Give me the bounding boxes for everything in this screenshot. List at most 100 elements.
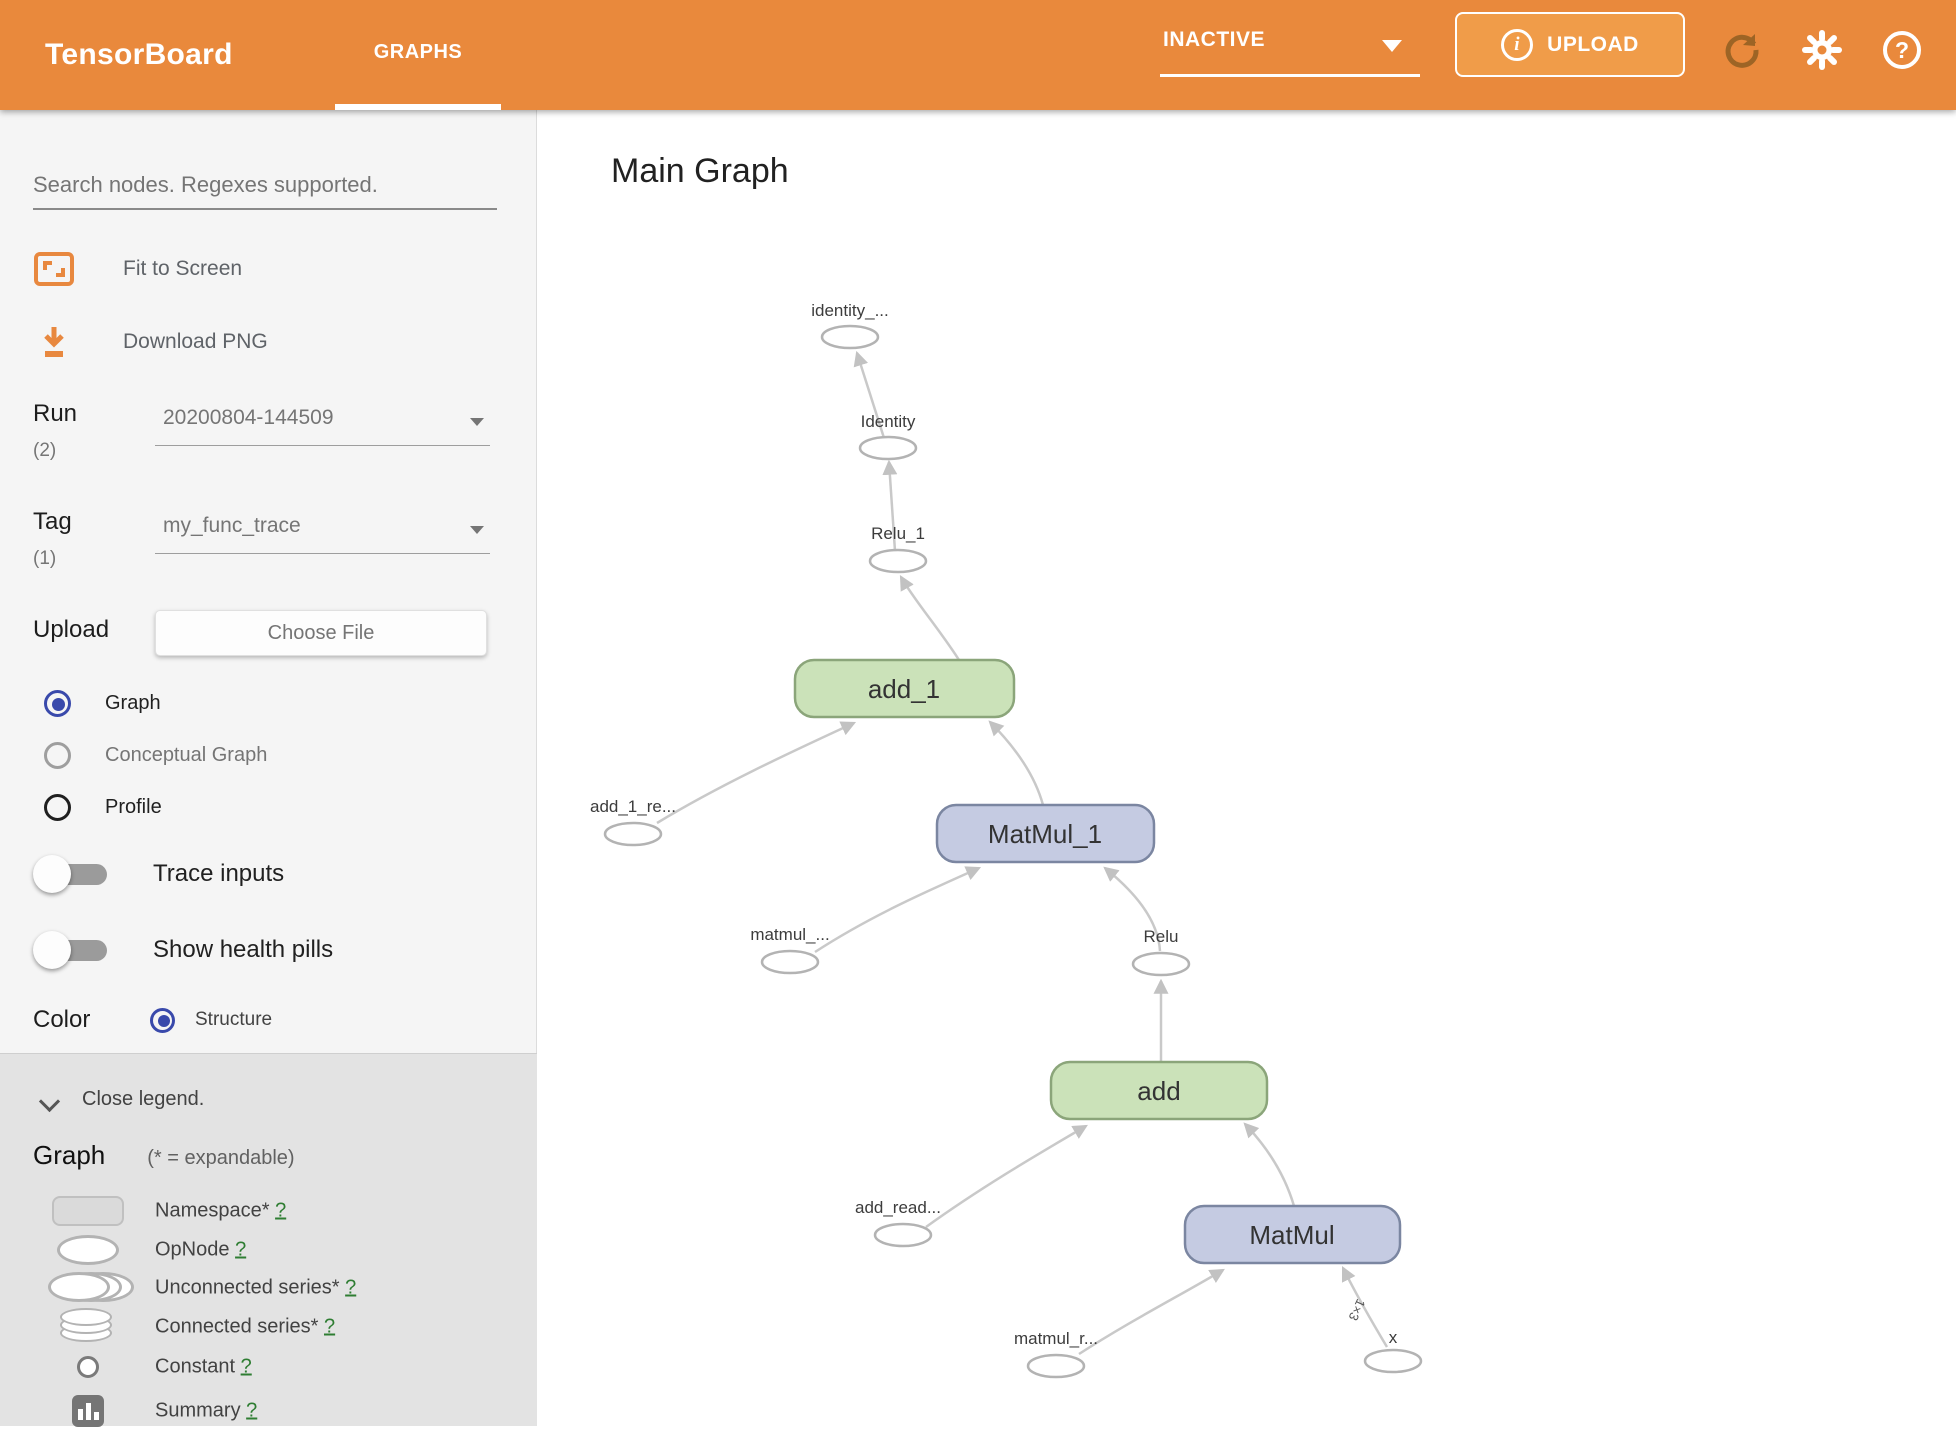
radio-unselected-icon [44,794,71,821]
help-button[interactable]: ? [1880,28,1924,72]
node-label: matmul_... [750,925,829,944]
node-add1re-ellipse[interactable] [603,821,663,847]
download-png-button[interactable]: Download PNG [33,324,268,360]
toggle-knob [33,855,71,893]
fit-to-screen-button[interactable]: Fit to Screen [33,251,242,287]
close-legend-button[interactable]: Close legend. [40,1088,204,1111]
help-link[interactable]: ? [345,1276,357,1299]
graph-canvas[interactable]: 1×3 identity_... Identity Relu_1 add_1_r… [537,110,1956,1426]
upload-button-label: UPLOAD [1547,32,1639,56]
help-link[interactable]: ? [275,1199,287,1222]
legend-header: Graph (* = expandable) [33,1140,295,1171]
legend-expandable-note: (* = expandable) [147,1147,295,1169]
node-label: x [1389,1328,1398,1347]
info-icon: i [1501,28,1534,61]
close-legend-label: Close legend. [82,1088,205,1110]
unconnected-series-icon [33,1268,143,1308]
refresh-icon [1725,34,1759,68]
view-option-graph[interactable]: Graph [44,690,161,717]
legend-item-label: Connected series* [155,1315,319,1338]
edge-add1re-to-add1 [656,721,857,825]
graph-edges [656,350,1389,1356]
tab-graphs[interactable]: GRAPHS [335,0,501,110]
help-link[interactable]: ? [324,1315,336,1338]
trace-inputs-toggle[interactable] [33,854,109,894]
refresh-button[interactable] [1720,28,1764,72]
run-dropdown[interactable]: 20200804-144509 [155,400,490,446]
legend-item-namespace: Namespace* ? [0,1191,537,1231]
legend-panel: Close legend. Graph (* = expandable) Nam… [0,1053,537,1427]
legend-item-label: OpNode [155,1238,230,1261]
graph-controls-sidebar: Fit to Screen Download PNG Run (2) 20200… [0,110,537,1427]
help-link[interactable]: ? [240,1355,252,1378]
upload-button[interactable]: i UPLOAD [1455,12,1685,77]
rect-node-labels: add_1 MatMul_1 add MatMul [868,674,1335,1250]
edge-relu-to-matmul1 [1103,866,1162,952]
legend-item-unconnected-series: Unconnected series* ? [0,1268,537,1308]
constant-icon [33,1347,143,1387]
node-label: Relu [1144,927,1179,946]
svg-text:?: ? [1895,37,1909,63]
color-label: Color [33,1006,91,1033]
node-matmul-rect[interactable] [1183,1204,1402,1265]
node-x-ellipse[interactable] [1363,1348,1423,1374]
download-png-label: Download PNG [123,330,268,353]
radio-selected-icon [44,690,71,717]
edge-matmul-to-add [1243,1122,1296,1207]
app-title: TensorBoard [45,38,233,71]
opnode-icon [33,1230,143,1270]
trace-inputs-label: Trace inputs [153,860,285,887]
choose-file-button[interactable]: Choose File [155,610,487,656]
node-label: add_read... [855,1198,941,1217]
legend-section-title: Graph [33,1140,106,1170]
tag-dropdown[interactable]: my_func_trace [155,508,490,554]
color-structure-label: Structure [195,1009,273,1030]
settings-button[interactable] [1800,28,1844,72]
node-label: add_1_re... [590,797,676,816]
chevron-down-icon [470,526,484,534]
view-option-label: Profile [105,796,162,818]
help-link[interactable]: ? [235,1238,247,1261]
connected-series-icon [33,1307,143,1347]
legend-item-label: Namespace* [155,1199,270,1222]
help-link[interactable]: ? [246,1399,258,1422]
view-option-profile[interactable]: Profile [44,794,162,821]
legend-item-connected-series: Connected series* ? [0,1307,537,1347]
fit-to-screen-icon [34,252,74,286]
node-identity-ellipse[interactable] [858,435,918,461]
chevron-down-icon [470,418,484,426]
node-matmul1-rect[interactable] [935,803,1156,864]
node-label: add [1137,1076,1180,1106]
run-dropdown-value: 20200804-144509 [163,406,334,429]
fit-to-screen-label: Fit to Screen [123,257,243,280]
color-structure-radio[interactable] [150,1007,175,1033]
tag-dropdown-value: my_func_trace [163,514,301,537]
node-label: Relu_1 [871,524,925,543]
node-label: identity_... [811,301,889,320]
node-label: MatMul [1249,1220,1334,1250]
node-relu1-ellipse[interactable] [868,548,928,574]
edge-relu1-to-identity [882,459,898,552]
edge-shape-label: 1×3 [1346,1297,1369,1323]
node-addread-ellipse[interactable] [873,1222,933,1248]
node-labels: identity_... Identity Relu_1 add_1_re...… [590,301,1398,1348]
node-relu-ellipse[interactable] [1131,951,1191,977]
search-input[interactable] [33,168,497,210]
show-health-pills-toggle[interactable] [33,930,109,970]
app-header: TensorBoard GRAPHS INACTIVE i UPLOAD [0,0,1956,110]
node-label: add_1 [868,674,940,704]
node-add-rect[interactable] [1049,1060,1269,1121]
view-option-label: Graph [105,692,161,714]
node-matmulr-ellipse[interactable] [1026,1353,1086,1379]
status-dropdown[interactable]: INACTIVE [1160,0,1420,110]
view-option-conceptual-graph[interactable]: Conceptual Graph [44,742,267,769]
status-dropdown-value: INACTIVE [1163,28,1266,51]
op-ellipses [603,324,1423,1379]
run-label: Run [33,400,78,427]
legend-item-label: Summary [155,1399,241,1422]
node-matmulread-ellipse[interactable] [760,949,820,975]
chevron-down-icon [1382,40,1402,52]
help-icon: ? [1883,31,1921,69]
node-add1-rect[interactable] [793,658,1016,719]
node-identity-out-ellipse[interactable] [820,324,880,350]
